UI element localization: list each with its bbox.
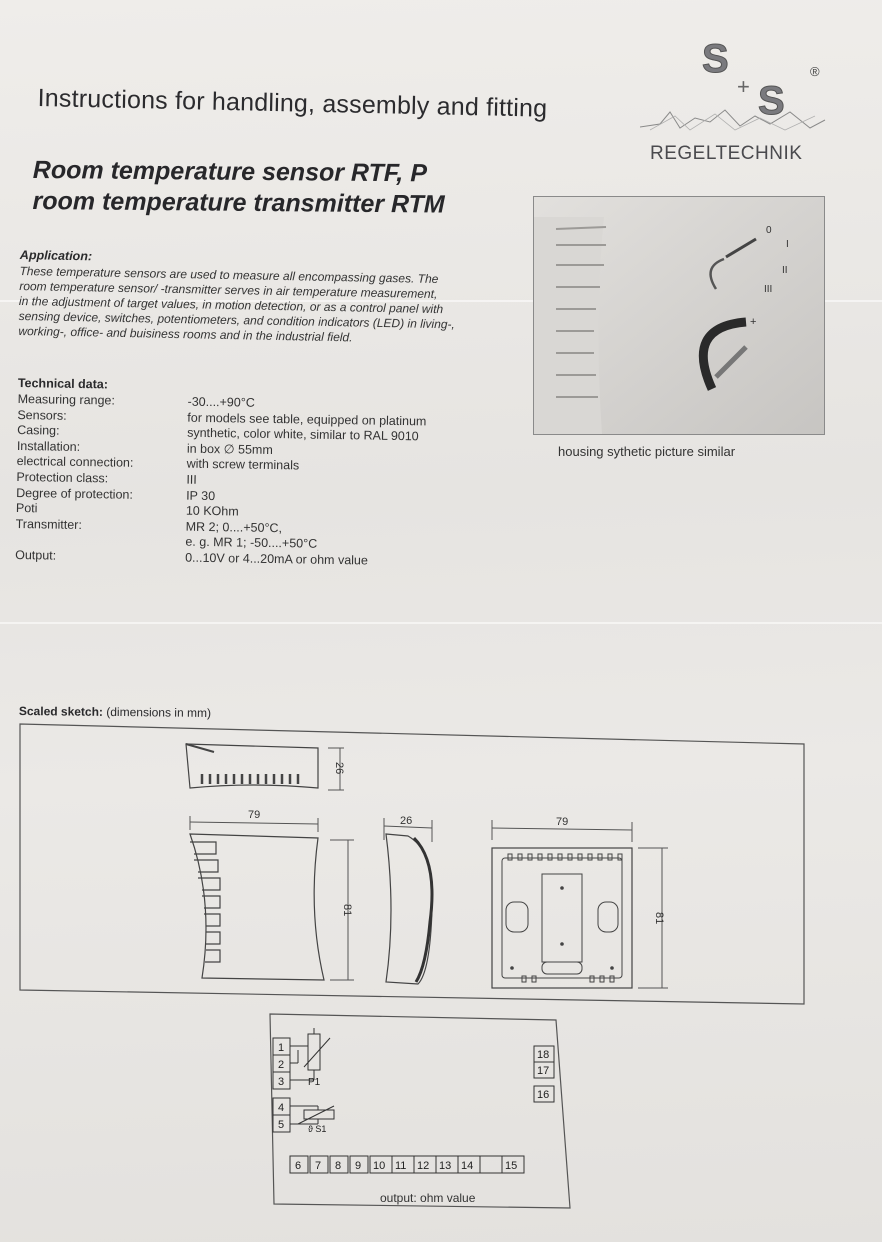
p1-label: P1 <box>308 1077 321 1088</box>
sketch-heading-bold: Scaled sketch: <box>18 704 104 719</box>
product-title: Room temperature sensor RTF, P room temp… <box>32 155 445 221</box>
dim-side-depth: 26 <box>400 815 412 827</box>
top-view: 26 <box>185 743 345 791</box>
back-view: 79 81 <box>491 816 668 989</box>
technical-data-section: Technical data: Measuring range:-30....+… <box>15 376 518 571</box>
brand-name: REGELTECHNIK <box>650 143 803 164</box>
terminal-14: 14 <box>461 1160 473 1172</box>
front-view: 79 81 <box>189 809 354 981</box>
photo-caption: housing sythetic picture similar <box>558 444 736 459</box>
sketch-heading: Scaled sketch: (dimensions in mm) <box>19 704 211 720</box>
dial-mark-2: II <box>782 265 788 276</box>
product-title-line-2: room temperature transmitter RTM <box>32 186 445 219</box>
terminal-15: 15 <box>505 1160 517 1172</box>
dial-mark-3: III <box>764 284 772 295</box>
terminal-12: 12 <box>417 1160 429 1172</box>
dim-back-height: 81 <box>653 912 665 924</box>
dim-top-height: 26 <box>333 762 345 774</box>
terminal-4: 4 <box>278 1102 284 1114</box>
terminal-8: 8 <box>335 1160 341 1172</box>
plus-mark: + <box>750 316 756 328</box>
product-title-line-1: Room temperature sensor RTF, P <box>32 155 428 188</box>
dim-front-height: 81 <box>341 904 353 916</box>
application-section: Application: These temperature sensors a… <box>18 248 540 349</box>
wiring-caption: output: ohm value <box>380 1191 476 1205</box>
housing-illustration: 0 I II III + <box>534 197 824 434</box>
potentiometer-p1 <box>290 1028 331 1081</box>
terminal-9: 9 <box>355 1160 361 1172</box>
terminal-10: 10 <box>373 1160 385 1172</box>
housing-photo: 0 I II III + <box>533 196 825 435</box>
dial-mark-1: I <box>786 239 789 250</box>
paper-fold <box>0 622 882 624</box>
side-view: 26 <box>383 815 434 985</box>
right-terminal-strip <box>533 1045 555 1103</box>
terminal-7: 7 <box>315 1160 321 1172</box>
dim-front-width: 79 <box>248 809 260 821</box>
dim-back-width: 79 <box>556 816 568 828</box>
company-logo: S + S ® <box>640 37 826 131</box>
registered-mark: ® <box>810 64 820 79</box>
terminal-16: 16 <box>537 1089 549 1101</box>
logo-letter-bottom: S <box>758 79 785 123</box>
terminal-13: 13 <box>439 1160 451 1172</box>
tech-label: Output: <box>15 547 57 563</box>
terminal-6: 6 <box>295 1160 301 1172</box>
bottom-terminal-strip <box>289 1155 525 1174</box>
wiring-diagram: 1 2 3 4 5 P1 ϑ S1 18 17 16 <box>269 1013 571 1209</box>
terminal-1: 1 <box>278 1042 284 1054</box>
dial-mark-0: 0 <box>766 225 772 236</box>
terminal-5: 5 <box>278 1119 284 1131</box>
logo-plus: + <box>737 74 750 99</box>
paper-fold <box>0 300 882 302</box>
sensor-s1 <box>290 1105 335 1125</box>
s1-label: ϑ S1 <box>308 1124 326 1134</box>
scaled-sketch: 26 79 81 26 79 <box>19 723 805 1005</box>
terminal-18: 18 <box>537 1049 549 1061</box>
terminal-11: 11 <box>395 1160 406 1172</box>
logo-letter-top: S <box>702 37 729 81</box>
sketch-heading-rest: (dimensions in mm) <box>102 704 212 721</box>
terminal-17: 17 <box>537 1065 549 1077</box>
terminal-3: 3 <box>278 1076 284 1088</box>
terminal-2: 2 <box>278 1059 284 1071</box>
